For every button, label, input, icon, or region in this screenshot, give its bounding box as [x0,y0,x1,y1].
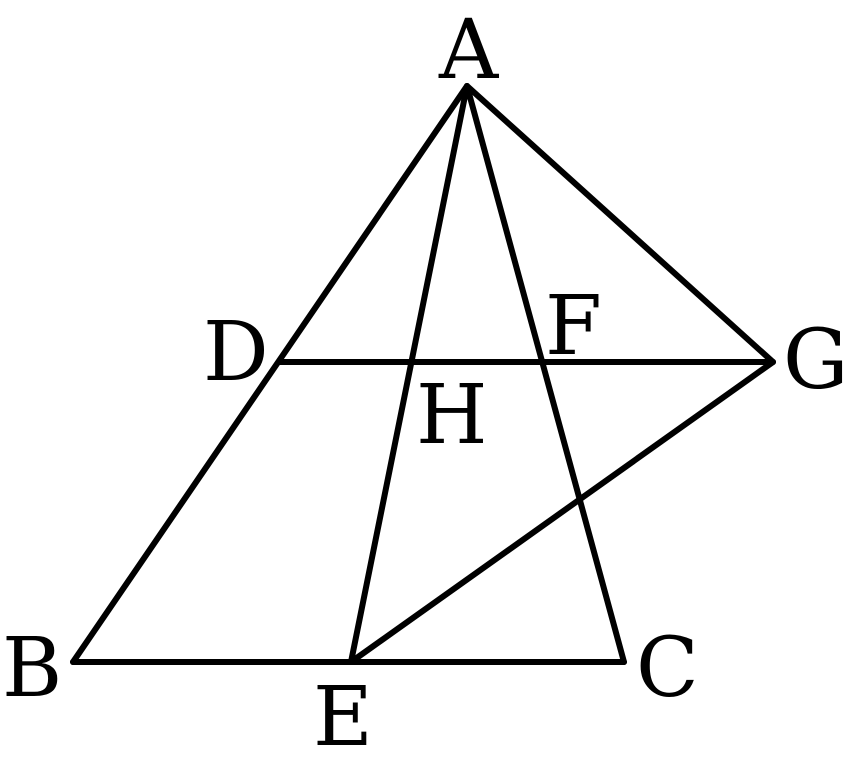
segment-eg [348,359,776,665]
point-labels: A B C D E F G H [2,3,849,765]
segments [70,83,776,665]
segment-ae [348,83,470,665]
label-h: H [416,368,488,463]
label-e: E [313,670,373,765]
label-b: B [2,621,62,716]
label-c: C [636,621,699,716]
segment-ag [464,83,776,365]
label-g: G [783,313,849,408]
label-d: D [203,305,269,400]
label-a: A [438,3,500,98]
label-f: F [545,279,602,374]
segment-ab [70,83,470,665]
segment-ac [464,83,627,665]
